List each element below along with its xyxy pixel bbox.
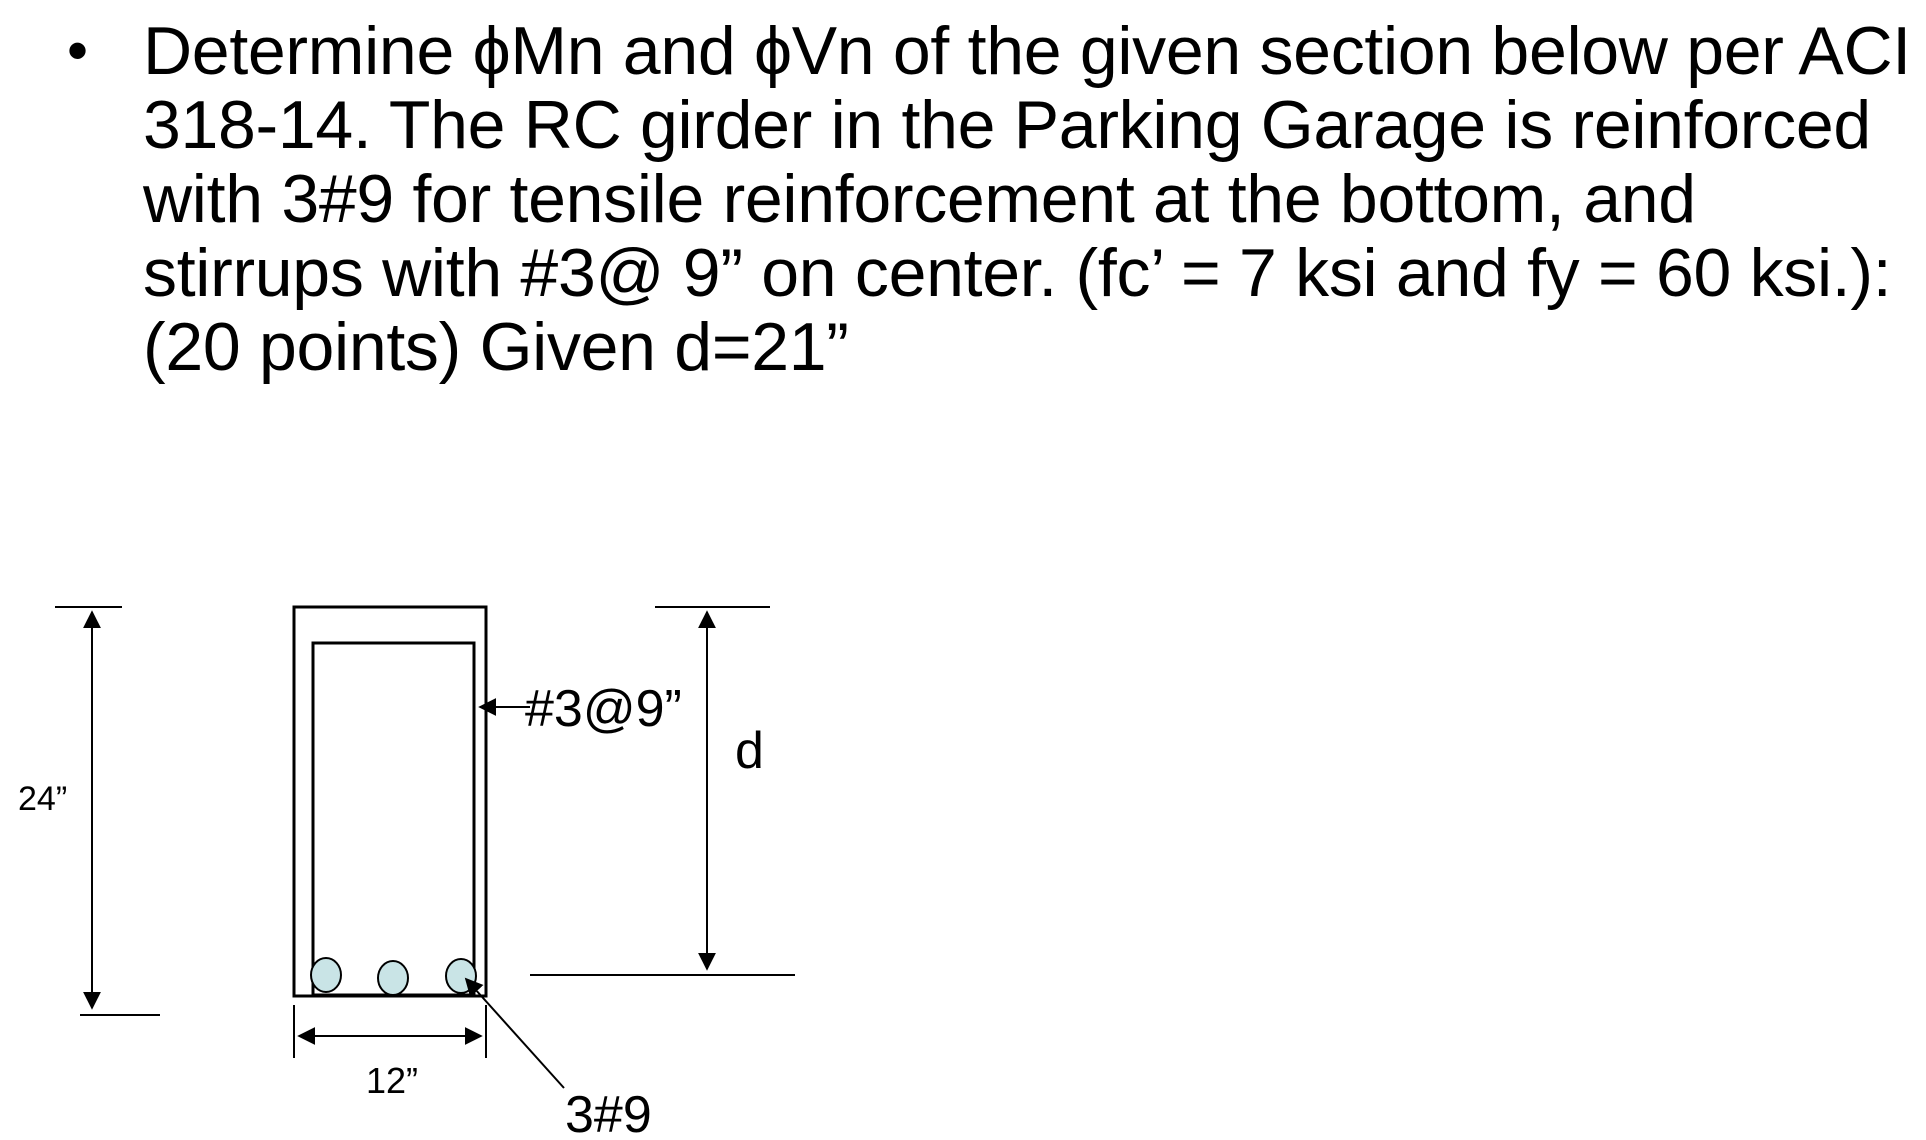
stirrup-callout: #3@9” (478, 680, 682, 738)
bullet-point: • (67, 17, 89, 84)
beam-outline (292, 605, 488, 998)
rebar-leader-arrow (464, 977, 565, 1089)
depth-dimension: d (530, 606, 795, 976)
stirrup (311, 641, 476, 997)
height-label: 24” (18, 780, 67, 818)
rebar (310, 957, 342, 993)
depth-label: d (735, 722, 764, 780)
stirrup-label: #3@9” (525, 680, 682, 738)
rebar (377, 960, 409, 996)
width-label: 12” (366, 1060, 418, 1101)
width-dimension: 12” (293, 1005, 487, 1101)
rebar (445, 958, 477, 994)
rebar-label: 3#9 (565, 1086, 652, 1140)
height-dimension: 24” (18, 606, 160, 1016)
rebar-callout: 3#9 (464, 977, 652, 1140)
problem-text: Determine ϕMn and ϕVn of the given secti… (143, 13, 1911, 385)
tensile-rebars (310, 957, 477, 996)
